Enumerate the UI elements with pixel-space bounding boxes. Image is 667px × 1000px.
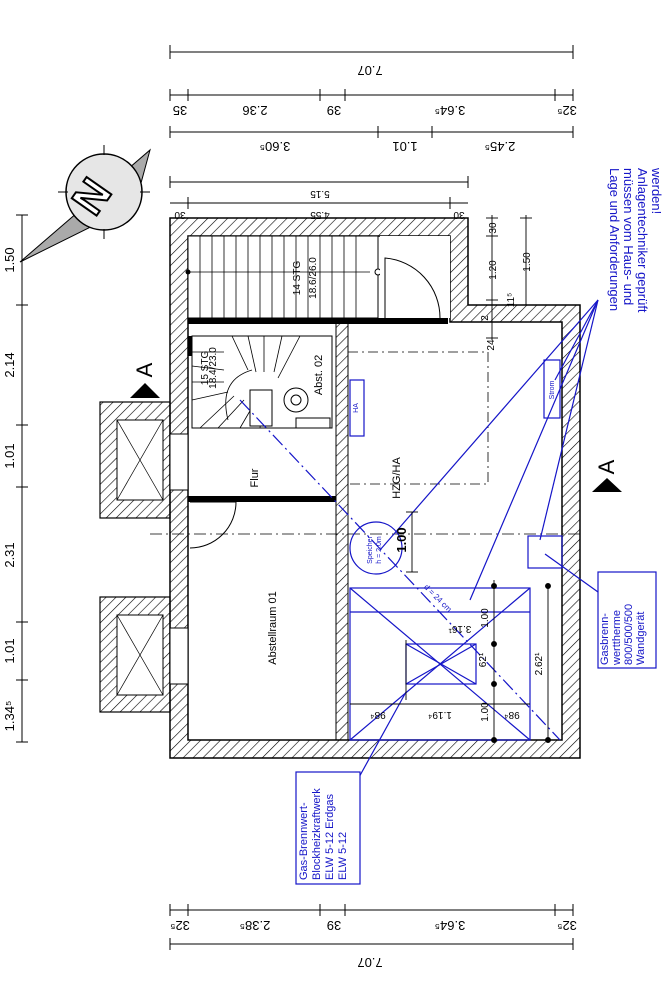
dim-right-2: 2 xyxy=(480,315,491,321)
bottom-dimensions: 32⁵ 3.64⁵ 39 2.38⁵ 32⁵ 7.07 xyxy=(169,904,577,970)
dim-right-11: 11⁵ xyxy=(506,293,517,308)
ha-label: HA xyxy=(353,403,360,413)
note-chp-line-3: ELW 5-12 Erdgas xyxy=(324,793,336,880)
dim-right-30: 30 xyxy=(488,222,499,234)
dim-bottom-part-4: 2.38⁵ xyxy=(240,918,271,933)
dim-bottom-outer: 7.07 xyxy=(357,955,382,970)
right-small-dimensions xyxy=(486,215,532,340)
stair-14-ratio: 18.6/26.0 xyxy=(308,257,319,299)
room-abstellraum: Abstellraum 01 xyxy=(267,591,279,664)
note-gas-heater-line-2: werttherme xyxy=(611,610,623,666)
dim-left-5: 1.01 xyxy=(2,638,17,663)
dim-stair-outer: 5.15 xyxy=(310,188,330,199)
section-mark-left: A xyxy=(132,362,157,377)
stair-14-label: 14 STG xyxy=(292,261,303,296)
note-requirements-line-2: müssen vom Haus- und xyxy=(621,168,636,305)
section-line: A A xyxy=(130,351,622,535)
stair-15-label: 15 STG xyxy=(200,351,211,386)
dim-top-part-1: 32⁵ xyxy=(557,103,577,118)
room-abst02: Abst. 02 xyxy=(313,355,325,395)
note-gas-heater-line-1: Gasbrenn- xyxy=(599,613,611,665)
note-requirements: Lage und Anforderungen müssen vom Haus- … xyxy=(607,167,664,313)
dim-right-150: 1.50 xyxy=(522,252,533,272)
dim-top-inner-2: 1.01 xyxy=(392,139,417,154)
room-flur: Flur xyxy=(249,468,261,487)
straight-stair: 14 STG 18.6/26.0 xyxy=(185,235,450,319)
dim-right-120: 1.20 xyxy=(488,260,499,280)
note-requirements-line-1: Lage und Anforderungen xyxy=(607,168,622,311)
note-requirements-line-4: werden! xyxy=(649,167,664,214)
note-chp-line-4: ELW 5-12 xyxy=(337,832,349,880)
dim-left-1: 1.50 xyxy=(2,247,17,272)
room-hzg: HZG/HA xyxy=(391,457,403,499)
dim-98-a: 98⁴ xyxy=(370,709,385,720)
light-well-lower xyxy=(99,596,189,713)
dim-top-part-4: 2.36 xyxy=(242,103,267,118)
note-chp-unit: Gas-Brennwert- Blockheizkraftwerk ELW 5-… xyxy=(295,771,361,885)
note-chp-line-2: Blockheizkraftwerk xyxy=(311,788,323,880)
top-dimensions: 7.07 32⁵ 3.64⁵ 39 2.36 35 2.45⁵ 1.01 3.6… xyxy=(169,45,577,220)
dim-262: 2.62¹ xyxy=(534,652,545,675)
dim-bottom-part-5: 32⁵ xyxy=(170,918,190,933)
dim-top-outer: 7.07 xyxy=(357,63,382,78)
north-compass: N xyxy=(19,145,151,263)
dim-100-b: 1.00 xyxy=(480,608,491,628)
strom-label: Strom xyxy=(549,380,556,399)
dim-top-part-2: 3.64⁵ xyxy=(435,103,466,118)
dim-119: 1.19⁴ xyxy=(428,709,452,720)
winding-stair: 15 STG 18.4/23.0 Abst. 02 xyxy=(191,335,333,429)
dim-bottom-part-2: 3.64⁵ xyxy=(435,918,466,933)
dim-316: 3.16¹ xyxy=(448,623,471,634)
door-abstellraum xyxy=(189,501,237,549)
dim-98-b: 98⁴ xyxy=(504,709,519,720)
section-mark-right: A xyxy=(594,459,619,474)
heating-room-dimensions xyxy=(350,511,551,743)
dim-100-c: 1.00 xyxy=(480,702,491,722)
dim-left-4: 2.31 xyxy=(2,542,17,567)
note-gas-heater-line-4: Wandgerät xyxy=(635,612,647,665)
dim-stair-side-right: 30 xyxy=(453,209,465,220)
dim-left-6: 1.34⁵ xyxy=(2,701,17,732)
dim-right-24: 24 xyxy=(486,339,497,351)
dim-left-2: 2.14 xyxy=(2,352,17,377)
dim-top-inner-1: 2.45⁵ xyxy=(485,139,516,154)
stair-15-ratio: 18.4/23.0 xyxy=(208,347,219,389)
speicher-label: Speicher xyxy=(367,536,374,564)
dim-bottom-part-3: 39 xyxy=(327,918,341,933)
note-gas-heater: Gasbrenn- werttherme 800/500/500 Wandger… xyxy=(597,571,657,669)
left-dimensions: 1.50 2.14 1.01 2.31 1.01 1.34⁵ xyxy=(2,214,28,743)
dim-100-a: 1.00 xyxy=(394,527,409,552)
light-well-upper xyxy=(99,401,189,519)
speicher-height: h = 2.0m xyxy=(376,536,383,564)
dim-62: 62¹ xyxy=(478,652,489,667)
dim-stair-inner: 4.55 xyxy=(310,209,330,220)
dim-bottom-part-1: 32⁵ xyxy=(557,918,577,933)
note-chp-line-1: Gas-Brennwert- xyxy=(298,802,310,880)
dim-top-inner-3: 3.60⁵ xyxy=(260,139,291,154)
dim-stair-side-left: 30 xyxy=(174,209,186,220)
dim-top-part-5: 35 xyxy=(173,103,187,118)
note-gas-heater-line-3: 800/500/500 xyxy=(623,604,635,665)
note-requirements-line-3: Anlagentechniker geprüft xyxy=(635,168,650,313)
dim-left-3: 1.01 xyxy=(2,443,17,468)
dim-top-part-3: 39 xyxy=(327,103,341,118)
heating-equipment xyxy=(239,299,599,791)
